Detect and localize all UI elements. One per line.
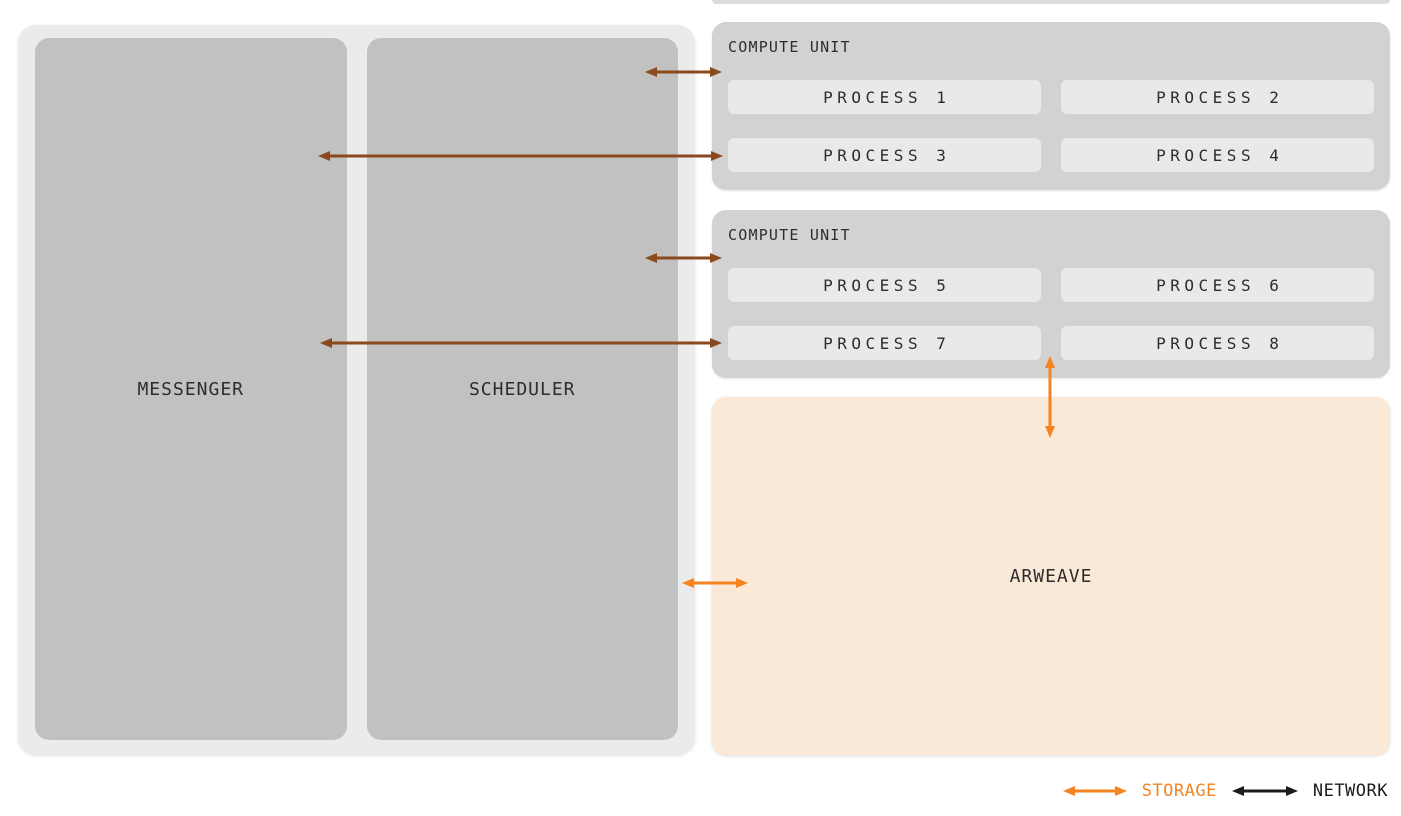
arrow-shaft [1240,789,1289,793]
process-4-box: PROCESS 4 [1061,138,1374,172]
arrow-shaft [1048,365,1051,429]
process-3-box: PROCESS 3 [728,138,1041,172]
arweave-box: ARWEAVE [712,397,1390,755]
network-arrow-scheduler-cu1 [645,65,722,78]
arrow-shaft [654,70,713,73]
messenger-label: MESSENGER [137,378,245,400]
arrow-shaft [327,154,714,157]
compute-unit-1: COMPUTE UNIT PROCESS 1 PROCESS 2 PROCESS… [712,22,1390,190]
legend-network-arrow-icon [1232,785,1298,798]
compute-unit-1-label: COMPUTE UNIT [728,38,851,56]
legend: STORAGE NETWORK [1063,781,1388,801]
process-5-box: PROCESS 5 [728,268,1041,302]
arrow-shaft [1071,789,1118,793]
compute-unit-2: COMPUTE UNIT PROCESS 5 PROCESS 6 PROCESS… [712,210,1390,378]
compute-unit-1-process-grid: PROCESS 1 PROCESS 2 PROCESS 3 PROCESS 4 [728,80,1374,172]
messenger-scheduler-container: MESSENGER SCHEDULER [18,25,695,755]
process-2-box: PROCESS 2 [1061,80,1374,114]
scheduler-label: SCHEDULER [468,378,576,400]
arrow-shaft [329,341,713,344]
legend-storage-arrow-icon [1063,785,1127,798]
network-arrow-scheduler-cu2 [645,251,722,264]
process-8-box: PROCESS 8 [1061,326,1374,360]
process-6-box: PROCESS 6 [1061,268,1374,302]
arweave-label: ARWEAVE [1009,565,1093,587]
messenger-box: MESSENGER [35,38,347,740]
storage-arrow-cu2-arweave [1043,356,1056,438]
cropped-element-strip [712,0,1390,4]
network-arrow-messenger-process3 [318,149,723,162]
process-1-box: PROCESS 1 [728,80,1041,114]
arrow-shaft [691,581,739,584]
legend-storage-label: STORAGE [1141,781,1217,801]
legend-network-label: NETWORK [1312,781,1388,801]
compute-unit-2-process-grid: PROCESS 5 PROCESS 6 PROCESS 7 PROCESS 8 [728,268,1374,360]
arrow-shaft [654,256,713,259]
compute-unit-2-label: COMPUTE UNIT [728,226,851,244]
network-arrow-messenger-process7 [320,336,722,349]
process-7-box: PROCESS 7 [728,326,1041,360]
storage-arrow-container-arweave [682,576,748,589]
scheduler-box: SCHEDULER [366,38,678,740]
